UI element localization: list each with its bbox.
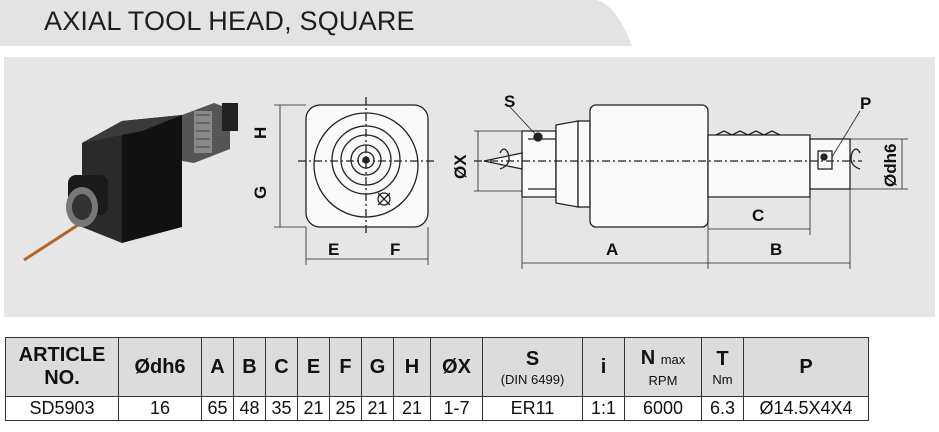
- label-E: E: [328, 240, 339, 259]
- label-G: G: [251, 186, 270, 199]
- front-view: [274, 97, 436, 265]
- drawing-panel: H G E F: [4, 57, 935, 317]
- cell-G: 21: [361, 396, 394, 421]
- header-E: E: [297, 337, 330, 397]
- cell-P: Ø14.5X4X4: [743, 396, 869, 421]
- header-article: ARTICLE NO.: [5, 337, 119, 397]
- header-S-label: S: [525, 347, 540, 370]
- label-B: B: [770, 240, 782, 259]
- cell-H: 21: [393, 396, 431, 421]
- header-N-sub: RPM: [648, 372, 678, 388]
- header-G: G: [361, 337, 394, 397]
- header-article-line2: NO.: [44, 367, 80, 389]
- technical-drawing: H G E F: [23, 92, 908, 269]
- header-T-sub: Nm: [712, 371, 733, 387]
- header-H: H: [393, 337, 431, 397]
- header-S: S (DIN 6499): [482, 337, 583, 397]
- table-row: SD5903 16 65 48 35 21 25 21 21 1-7 ER11 …: [5, 396, 869, 421]
- header-N-letter: N: [640, 346, 656, 369]
- title-band-shape: [0, 0, 632, 46]
- header-S-sub: (DIN 6499): [500, 371, 565, 387]
- side-view: [474, 104, 908, 269]
- label-X: ØX: [451, 154, 470, 179]
- header-F: F: [329, 337, 362, 397]
- cell-N: 6000: [624, 396, 702, 421]
- header-A: A: [201, 337, 234, 397]
- label-C: C: [752, 206, 764, 225]
- product-render: [23, 103, 238, 262]
- cell-i: 1:1: [582, 396, 625, 421]
- header-X: ØX: [430, 337, 483, 397]
- header-N-max: max: [660, 351, 686, 367]
- header-C: C: [265, 337, 298, 397]
- cell-dh6: 16: [118, 396, 202, 421]
- label-dh6: Ødh6: [881, 144, 900, 187]
- label-S: S: [504, 92, 515, 111]
- header-i: i: [582, 337, 625, 397]
- header-N: N max RPM: [624, 337, 702, 397]
- header-dh6: Ødh6: [118, 337, 202, 397]
- header-B: B: [233, 337, 266, 397]
- cell-F: 25: [329, 396, 362, 421]
- label-H: H: [251, 127, 270, 139]
- cell-E: 21: [297, 396, 330, 421]
- cell-A: 65: [201, 396, 234, 421]
- header-T: T Nm: [701, 337, 744, 397]
- title-band: AXIAL TOOL HEAD, SQUARE: [0, 0, 632, 46]
- cell-T: 6.3: [701, 396, 744, 421]
- spec-table: ARTICLE NO. Ødh6 A B C E F G H ØX S (DIN…: [5, 337, 869, 421]
- header-article-line1: ARTICLE: [18, 344, 106, 366]
- header-T-label: T: [716, 347, 729, 370]
- cell-C: 35: [265, 396, 298, 421]
- table-header-row: ARTICLE NO. Ødh6 A B C E F G H ØX S (DIN…: [5, 337, 869, 397]
- label-P: P: [860, 94, 871, 113]
- page-title: AXIAL TOOL HEAD, SQUARE: [44, 6, 415, 36]
- cell-article: SD5903: [5, 396, 119, 421]
- label-F: F: [390, 240, 400, 259]
- cell-B: 48: [233, 396, 266, 421]
- label-A: A: [606, 240, 618, 259]
- cell-S: ER11: [482, 396, 583, 421]
- cell-X: 1-7: [430, 396, 483, 421]
- header-P: P: [743, 337, 869, 397]
- header-N-label: N max: [625, 347, 701, 371]
